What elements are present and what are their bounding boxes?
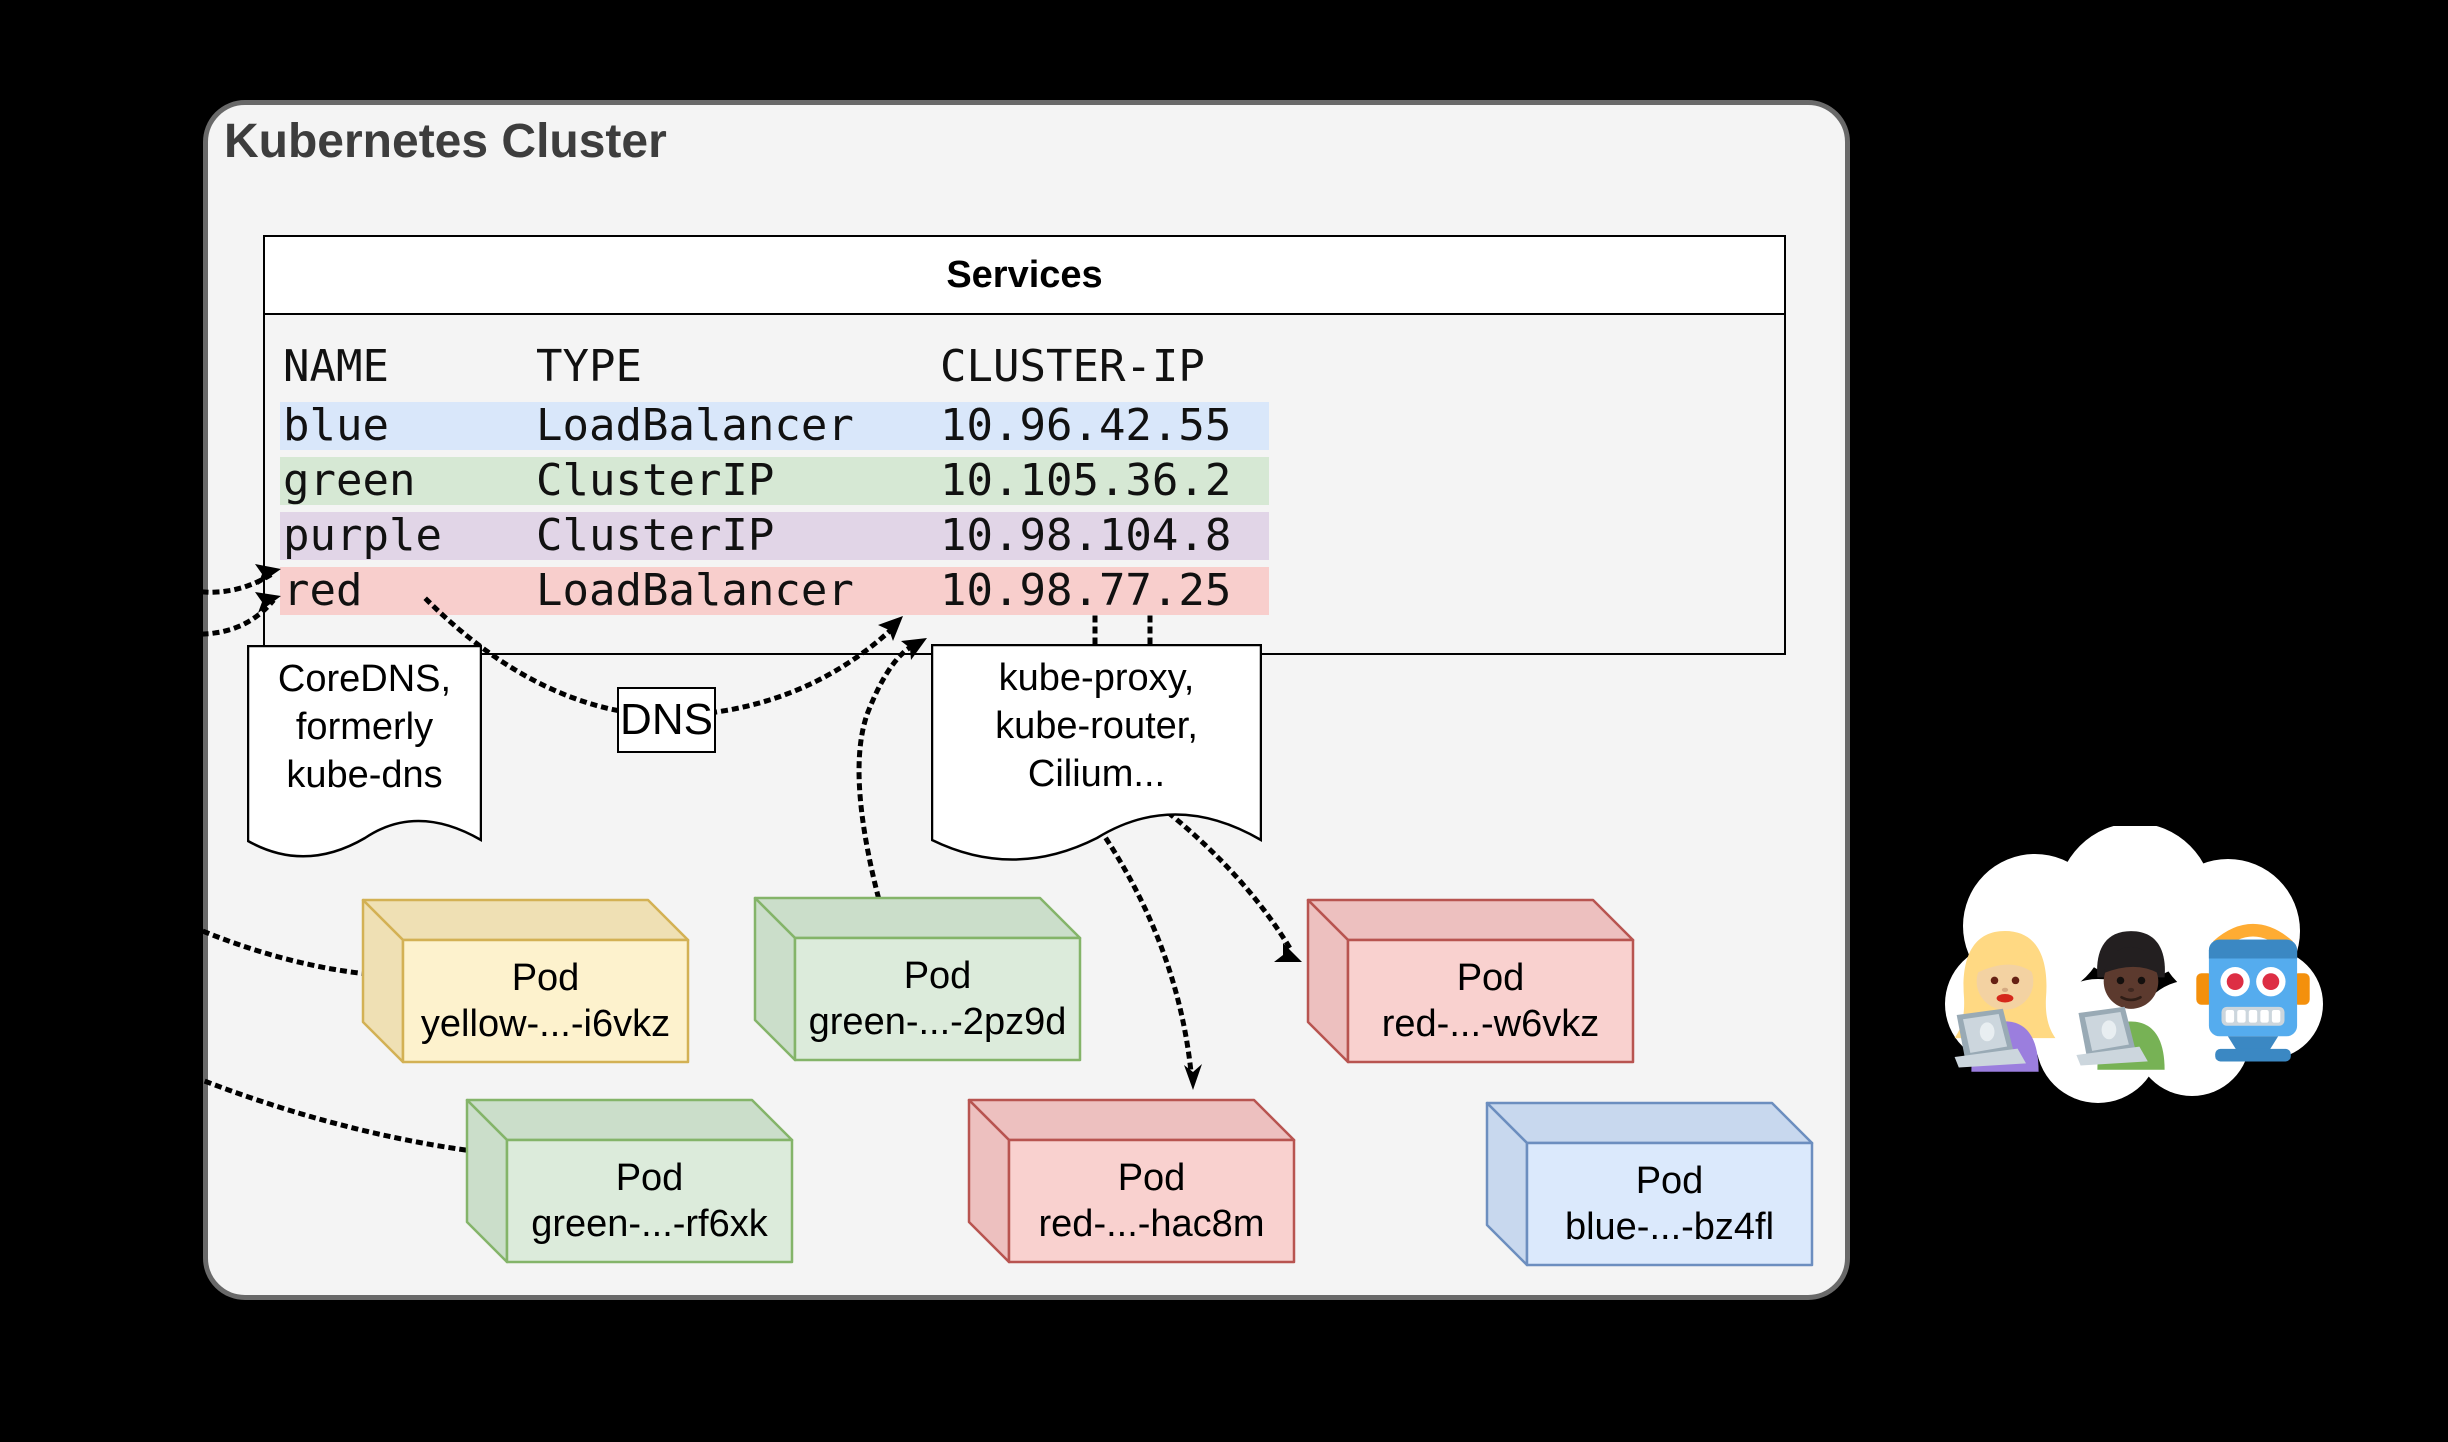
service-name: red — [283, 565, 363, 616]
clients-cloud — [1930, 826, 2330, 1116]
service-name: blue — [283, 400, 389, 451]
service-type: ClusterIP — [536, 510, 775, 561]
column-header-cluster-ip: CLUSTER-IP — [940, 341, 1205, 392]
service-name: green — [283, 455, 416, 506]
pod-name: green-...-rf6xk — [531, 1203, 768, 1245]
cube-shape — [465, 1098, 794, 1264]
service-type: LoadBalancer — [536, 400, 854, 451]
pod-green-2pz9d: Pod green-...-2pz9d — [753, 896, 1082, 1062]
kube-proxy-note: kube-proxy, kube-router, Cilium... — [931, 644, 1262, 884]
note-line: CoreDNS, — [277, 658, 452, 700]
service-type: ClusterIP — [536, 455, 775, 506]
note-line: kube-router, — [995, 705, 1198, 747]
pod-yellow-i6vkz: Pod yellow-...-i6vkz — [361, 898, 690, 1064]
column-header-name: NAME — [283, 341, 389, 392]
pod-title: Pod — [511, 957, 580, 999]
services-table: Services NAME TYPE CLUSTER-IP blue LoadB… — [263, 235, 1786, 655]
man-technologist-icon — [2076, 931, 2165, 1070]
pod-name: red-...-hac8m — [1038, 1203, 1265, 1245]
cluster-title: Kubernetes Cluster — [224, 115, 667, 168]
pod-name: blue-...-bz4fl — [1564, 1206, 1775, 1248]
document-shape — [931, 644, 1262, 861]
service-row-purple: purple ClusterIP 10.98.104.8 — [280, 512, 1269, 560]
service-cluster-ip: 10.98.104.8 — [940, 510, 1232, 561]
cube-shape — [967, 1098, 1296, 1264]
service-cluster-ip: 10.96.42.55 — [940, 400, 1232, 451]
service-cluster-ip: 10.98.77.25 — [940, 565, 1232, 616]
pod-red-w6vkz: Pod red-...-w6vkz — [1306, 898, 1635, 1064]
coredns-note: CoreDNS, formerly kube-dns — [247, 645, 482, 885]
service-name: purple — [283, 510, 442, 561]
note-line: kube-dns — [286, 754, 443, 796]
cube-shape — [1306, 898, 1635, 1064]
coredns-note-text: CoreDNS, formerly kube-dns — [247, 655, 482, 799]
cube-shape — [1485, 1101, 1814, 1267]
pod-green-rf6xk: Pod green-...-rf6xk — [465, 1098, 794, 1264]
service-type: LoadBalancer — [536, 565, 854, 616]
dns-label: DNS — [617, 687, 716, 753]
pod-title: Pod — [1635, 1160, 1704, 1202]
robot-icon — [2196, 923, 2310, 1062]
cube-shape — [753, 896, 1082, 1062]
services-table-header-row: NAME TYPE CLUSTER-IP — [265, 341, 1784, 393]
column-header-type: TYPE — [536, 341, 642, 392]
service-cluster-ip: 10.105.36.2 — [940, 455, 1232, 506]
document-shape — [247, 645, 482, 858]
pod-red-hac8m: Pod red-...-hac8m — [967, 1098, 1296, 1264]
note-line: kube-proxy, — [998, 657, 1195, 699]
woman-technologist-icon — [1954, 931, 2056, 1072]
services-table-title: Services — [265, 237, 1784, 315]
pod-title: Pod — [1456, 957, 1525, 999]
pod-title: Pod — [615, 1157, 684, 1199]
service-row-blue: blue LoadBalancer 10.96.42.55 — [280, 402, 1269, 450]
note-line: formerly — [295, 706, 434, 748]
kube-proxy-note-text: kube-proxy, kube-router, Cilium... — [931, 654, 1262, 798]
pod-name: green-...-2pz9d — [808, 1001, 1067, 1043]
pod-name: yellow-...-i6vkz — [420, 1003, 671, 1045]
pod-title: Pod — [903, 955, 972, 997]
pod-blue-bz4fl: Pod blue-...-bz4fl — [1485, 1101, 1814, 1267]
pod-title: Pod — [1117, 1157, 1186, 1199]
note-line: Cilium... — [1027, 753, 1166, 795]
service-row-red: red LoadBalancer 10.98.77.25 — [280, 567, 1269, 615]
cube-shape — [361, 898, 690, 1064]
service-row-green: green ClusterIP 10.105.36.2 — [280, 457, 1269, 505]
pod-name: red-...-w6vkz — [1381, 1003, 1600, 1045]
